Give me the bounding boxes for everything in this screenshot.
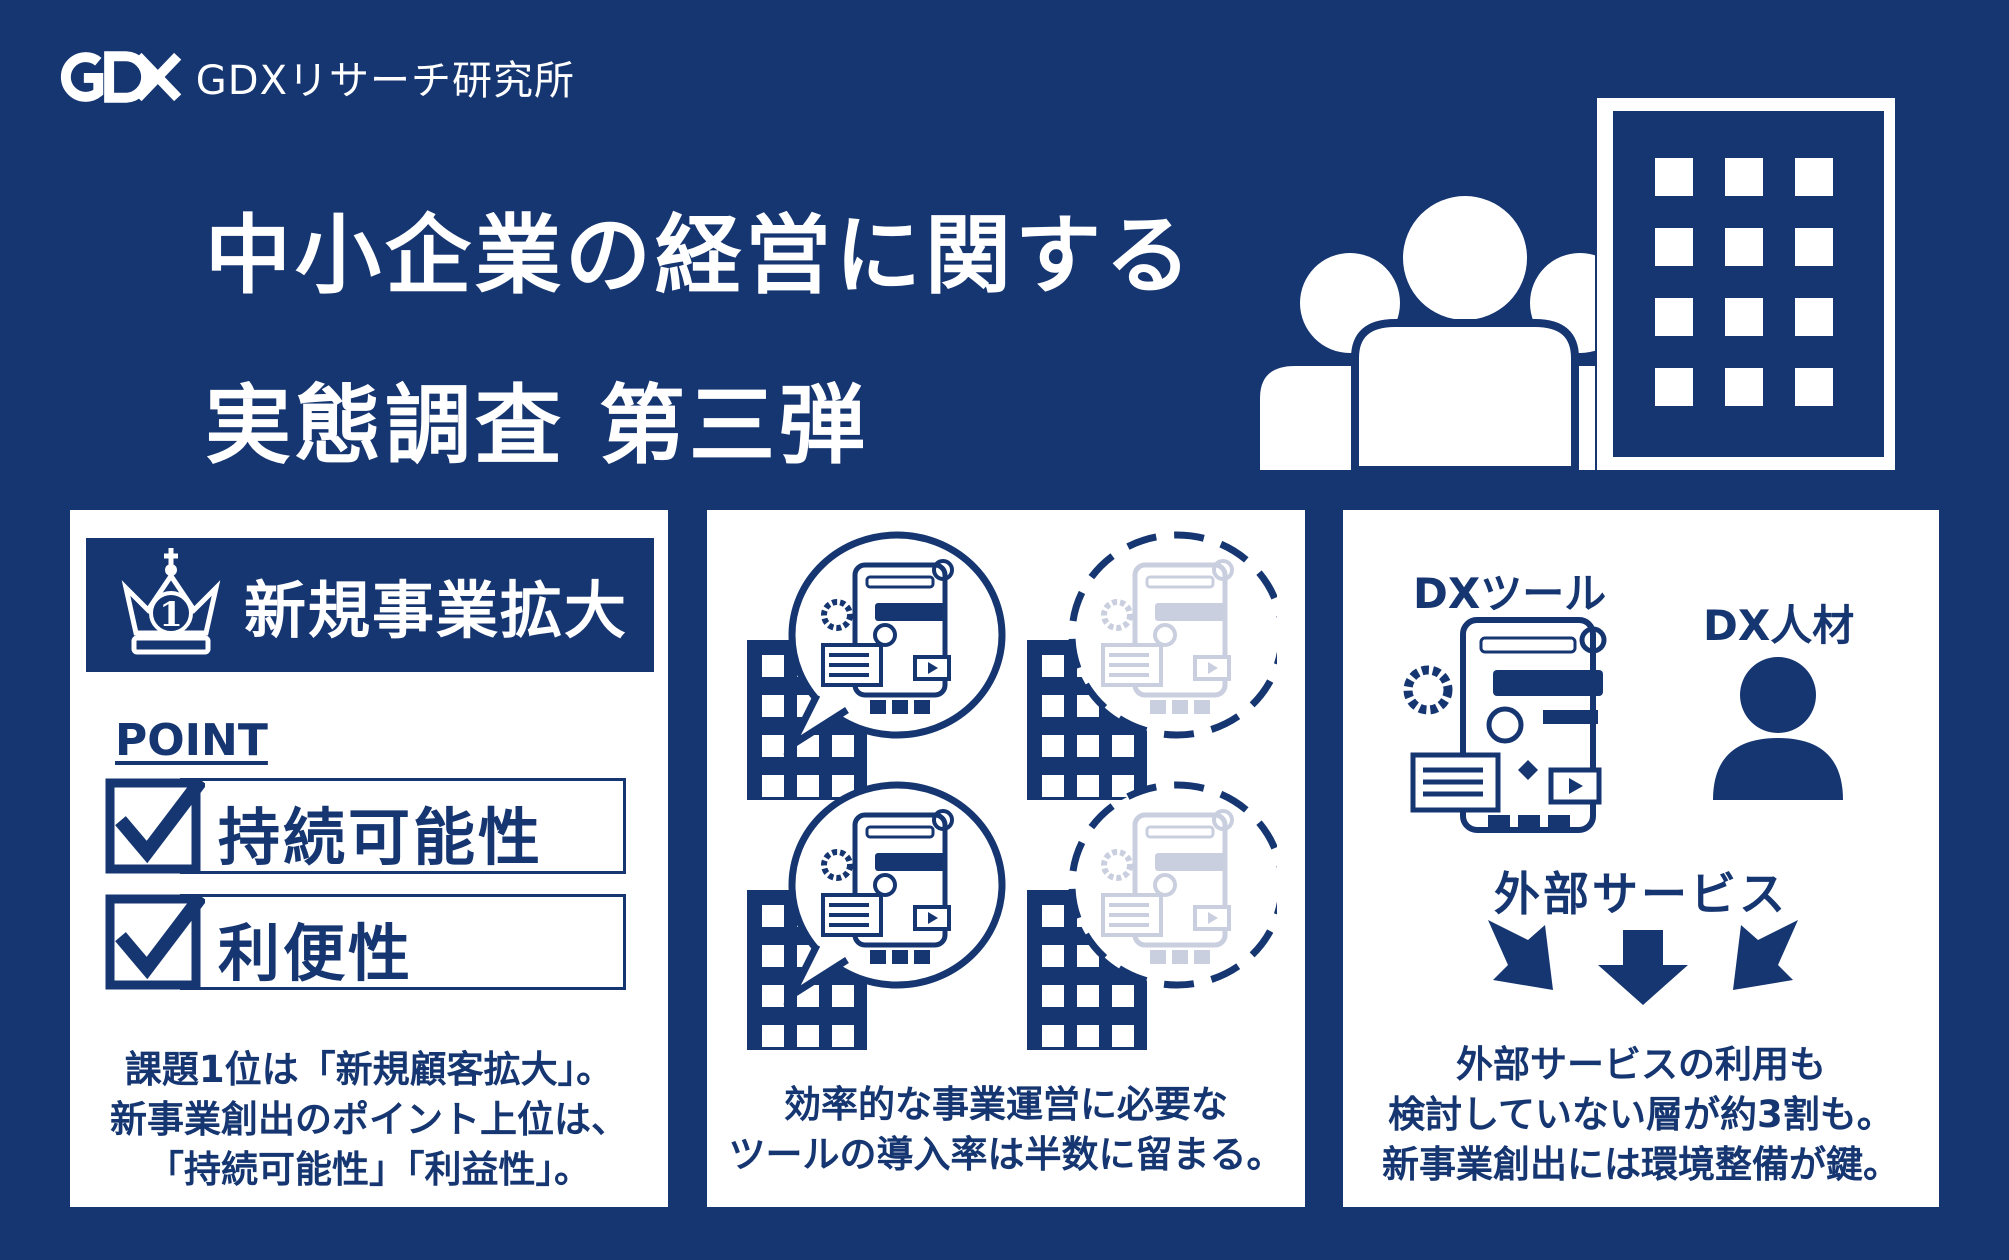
down-arrows-icon <box>1488 920 1798 1005</box>
building-icon <box>1595 98 1895 470</box>
summary-line: 新事業創出のポイント上位は、 <box>110 1098 628 1141</box>
external-service-label: 外部サービス <box>1494 867 1788 921</box>
summary-line: 「持続可能性」「利益性」。 <box>147 1148 591 1191</box>
point-box: 持続可能性 <box>180 778 626 874</box>
person-icon <box>1713 657 1843 800</box>
summary-line: 検討していない層が約3割も。 <box>1388 1093 1894 1136</box>
page-title-line-2: 実態調査 第三弾 <box>205 376 869 476</box>
point-label: POINT <box>115 715 268 766</box>
summary-line: 新事業創出には環境整備が鍵。 <box>1382 1143 1900 1186</box>
rank-title: 新規事業拡大 <box>244 574 629 647</box>
tool-adoption-illustration <box>747 531 1277 1050</box>
checkbox-checked-icon <box>105 778 205 874</box>
dx-tool-label: DXツール <box>1413 569 1607 618</box>
page-title-line-1: 中小企業の経営に関する <box>205 206 1195 306</box>
rank-number: 1 <box>159 595 183 635</box>
checkbox-checked-icon <box>105 894 205 990</box>
people-and-building-illustration <box>1260 98 1895 470</box>
point-text: 利便性 <box>218 917 414 990</box>
dashed-bubble-app-icon <box>1068 781 1277 989</box>
company-logo: GDXリサーチ研究所 <box>55 42 575 112</box>
panel-external-services: DXツール DX人材 外部サービス 外部サービスの利用も 検討していない層が約3… <box>1343 510 1939 1207</box>
speech-bubble-app-icon <box>783 781 1006 1005</box>
point-text: 持続可能性 <box>218 801 544 874</box>
dx-talent-label: DX人材 <box>1703 601 1855 650</box>
panel1-summary: 課題1位は「新規顧客拡大」。 新事業創出のポイント上位は、 「持続可能性」「利益… <box>70 1045 668 1195</box>
dx-tool-app-icon <box>1403 617 1607 833</box>
crown-rank-icon: 1 <box>121 548 221 655</box>
panel2-summary: 効率的な事業運営に必要な ツールの導入率は半数に留まる。 <box>707 1080 1305 1180</box>
point-item: 持続可能性 <box>105 778 626 874</box>
summary-line: 効率的な事業運営に必要な <box>784 1083 1228 1126</box>
point-item: 利便性 <box>105 894 626 990</box>
dashed-bubble-app-icon <box>1068 531 1277 739</box>
panel-tool-adoption: 効率的な事業運営に必要な ツールの導入率は半数に留まる。 <box>707 510 1305 1207</box>
panel3-summary: 外部サービスの利用も 検討していない層が約3割も。 新事業創出には環境整備が鍵。 <box>1343 1040 1939 1190</box>
people-group-icon <box>1260 196 1670 470</box>
summary-line: 課題1位は「新規顧客拡大」。 <box>124 1048 614 1091</box>
panel-new-business: 1 新規事業拡大 POINT 持続可能性 利便性 課題1位は「新規顧客拡大」。 … <box>70 510 668 1207</box>
rank-banner: 1 新規事業拡大 <box>86 538 654 672</box>
point-box: 利便性 <box>180 894 626 990</box>
summary-line: ツールの導入率は半数に留まる。 <box>728 1133 1284 1176</box>
speech-bubble-app-icon <box>783 531 1006 755</box>
gdx-logo-mark <box>60 51 182 103</box>
logo-text: GDXリサーチ研究所 <box>195 58 575 104</box>
summary-line: 外部サービスの利用も <box>1456 1043 1826 1086</box>
